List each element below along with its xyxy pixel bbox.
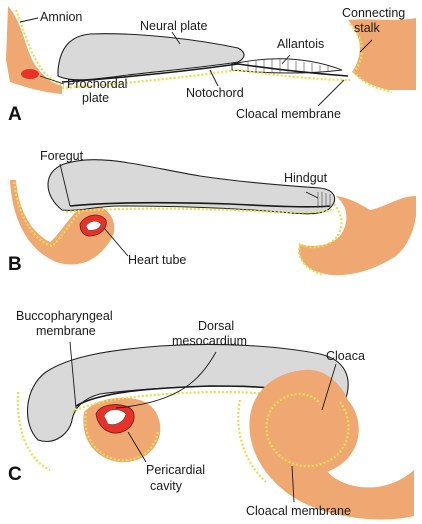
panel-c-right-yellow xyxy=(265,392,350,468)
panel-c-right-outer-arc xyxy=(237,399,267,483)
panel-b-right-mesoderm xyxy=(298,196,416,276)
panel-c-dorsal-leader xyxy=(115,351,217,409)
panel-a-letter: A xyxy=(8,104,22,125)
label-cloacal-membrane-c: Cloacal membrane xyxy=(246,504,351,518)
panel-c-pericardial-yellow xyxy=(84,411,160,462)
panel-c-cloacal-leader xyxy=(291,465,295,503)
panel-a-endoderm-line xyxy=(61,63,349,83)
panel-a-stalk-leader xyxy=(359,39,373,53)
label-bucco-line1: Buccopharyngeal xyxy=(16,309,113,323)
panel-c-cloaca-leader xyxy=(321,363,337,411)
label-connecting-stalk-line2: stalk xyxy=(354,21,380,35)
label-heart-tube: Heart tube xyxy=(128,253,186,267)
panel-c: C Buccopharyngeal membrane Dorsal mesoca… xyxy=(8,309,414,520)
panel-c-letter: C xyxy=(8,464,22,485)
panel-b-heart-leader xyxy=(103,227,129,257)
panel-c-heart-inner xyxy=(103,409,127,425)
panel-b-hindgut-leader xyxy=(305,191,319,199)
panel-b-hindgut-hatching xyxy=(317,192,331,208)
panel-a-allantois-leader xyxy=(281,54,291,65)
panel-a-endoderm-dots xyxy=(61,68,351,90)
panel-b-right-yellow xyxy=(298,203,343,276)
label-bucco-line2: membrane xyxy=(36,324,96,338)
panel-b-left-mesoderm xyxy=(10,180,115,265)
panel-b-foregut-leader xyxy=(59,163,71,207)
label-foregut: Foregut xyxy=(40,149,84,163)
label-cloaca: Cloaca xyxy=(326,349,365,363)
panel-a-notochord-leader xyxy=(209,69,219,87)
panel-c-left-outer-arc xyxy=(16,391,51,472)
label-prochordal-line2: plate xyxy=(82,91,109,105)
panel-a-amnion-yellow xyxy=(14,9,65,88)
panel-a: A Amnion Neural plate Connecting stalk A… xyxy=(6,6,416,125)
label-dorsal-line1: Dorsal xyxy=(198,319,234,333)
panel-b-endoderm-line xyxy=(69,201,331,208)
label-connecting-stalk-line1: Connecting xyxy=(342,6,405,20)
label-pericardial-line2: cavity xyxy=(150,479,183,493)
panel-c-right-mesoderm xyxy=(249,369,414,520)
label-pericardial-line1: Pericardial xyxy=(146,463,205,477)
panel-a-connecting-stalk xyxy=(348,18,416,90)
label-dorsal-line2: mesocardium xyxy=(172,334,247,348)
label-prochordal-line1: Prochordal xyxy=(67,77,127,91)
panel-a-left-mesoderm xyxy=(6,6,62,94)
panel-c-pericardial-leader xyxy=(127,431,147,463)
panel-a-neural-plate-shape xyxy=(57,33,245,81)
panel-a-neural-plate-leader xyxy=(171,31,181,45)
panel-a-prochordal-blob xyxy=(21,69,39,79)
panel-a-stalk-yellow xyxy=(349,23,393,94)
panel-c-bucco-leader xyxy=(69,341,77,409)
label-cloacal-membrane-a: Cloacal membrane xyxy=(236,107,341,121)
panel-b-left-yellow xyxy=(12,181,81,248)
label-neural-plate: Neural plate xyxy=(140,19,207,33)
panel-a-amnion-leader xyxy=(19,17,39,23)
panel-c-endoderm-dots xyxy=(71,390,328,449)
panel-b-letter: B xyxy=(8,254,22,275)
panel-a-prochordal-leader xyxy=(39,75,65,85)
label-amnion: Amnion xyxy=(40,10,82,24)
panel-b: B Foregut Hindgut Heart tube xyxy=(8,149,416,276)
label-notochord: Notochord xyxy=(186,86,244,100)
label-allantois: Allantois xyxy=(277,37,324,51)
panel-b-heart-inner xyxy=(85,220,102,231)
panel-b-embryo-body xyxy=(47,159,336,215)
panel-b-endoderm-dots xyxy=(65,207,335,214)
label-hindgut: Hindgut xyxy=(284,171,328,185)
panel-a-cloacal-leader xyxy=(317,79,345,107)
